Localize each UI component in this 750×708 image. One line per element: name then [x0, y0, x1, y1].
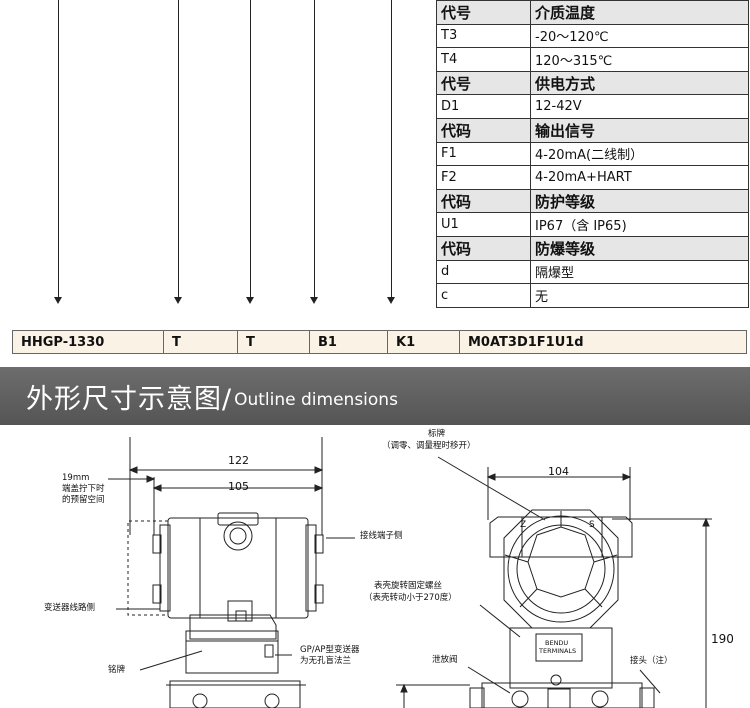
code-lead-arrow-3: [246, 297, 254, 304]
label-gp-ap-1: GP/AP型变送器: [300, 645, 360, 655]
label-terminal-side: 接线端子侧: [360, 531, 403, 541]
label-rotate-screw-1: 表壳旋转固定螺丝: [374, 581, 443, 591]
label-drain-valve: 泄放阀: [432, 655, 458, 665]
outline-drawing: 122 105 104 190 19mm 端盖拧下时 的预留空间 标牌 （调零、…: [0, 425, 750, 708]
label-gp-ap-2: 为无孔盲法兰: [300, 656, 352, 666]
model-code-cell: B1: [310, 331, 388, 353]
spec-value-cell: IP67（含 IP65): [530, 212, 749, 237]
spec-code-cell: d: [436, 259, 531, 285]
label-cap-clearance-1: 19mm: [62, 473, 90, 483]
spec-code-cell: c: [436, 283, 531, 308]
spec-code-cell: 代号: [436, 0, 531, 25]
label-letter-s: S: [589, 520, 595, 530]
label-cap-clearance-3: 的预留空间: [62, 495, 105, 505]
model-code-cell: HHGP-1330: [13, 331, 164, 353]
spec-code-cell: 代码: [436, 117, 531, 143]
spec-row: 代码输出信号: [436, 117, 749, 143]
spec-code-cell: U1: [436, 212, 531, 237]
label-letter-z: Z: [520, 520, 527, 530]
spec-value-cell: 无: [530, 283, 749, 308]
code-lead-arrow-4: [310, 297, 318, 304]
spec-value-cell: 4-20mA+HART: [530, 165, 749, 190]
spec-row: 代号介质温度: [436, 0, 749, 25]
spec-value-cell: 介质温度: [530, 0, 749, 25]
spec-row: T3-20～120℃: [436, 23, 749, 49]
model-code-cell: M0AT3D1F1U1d: [468, 334, 584, 350]
outline-drawing-svg: [108, 437, 712, 708]
dim-104: 104: [548, 465, 569, 478]
spec-code-cell: 代码: [436, 188, 531, 214]
banner-title-zh: 外形尺寸示意图/: [26, 383, 233, 415]
spec-code-cell: D1: [436, 94, 531, 119]
spec-row: 代号供电方式: [436, 70, 749, 96]
label-nameplate-top-1: 标牌: [428, 429, 446, 439]
model-code-cell: T: [164, 331, 238, 353]
code-lead-line-1: [58, 0, 59, 298]
code-lead-line-2: [178, 0, 179, 298]
spec-value-cell: -20～120℃: [530, 23, 749, 49]
label-circuit-side: 变送器线路侧: [44, 603, 96, 613]
model-code-bar: HHGP-1330 T T B1 K1 M0AT3D1F1U1d: [12, 330, 747, 354]
spec-value-cell: 供电方式: [530, 70, 749, 96]
dim-122: 122: [228, 454, 249, 467]
label-rotate-screw-2: （表壳转动小于270度）: [364, 593, 457, 603]
spec-code-cell: T3: [436, 23, 531, 49]
spec-code-cell: T4: [436, 47, 531, 72]
spec-value-cell: 120～315℃: [530, 47, 749, 72]
spec-value-cell: 4-20mA(二线制）: [530, 141, 749, 167]
spec-code-cell: F1: [436, 141, 531, 167]
model-code-cell: K1: [388, 331, 460, 353]
model-code-cell: T: [238, 331, 310, 353]
code-lead-arrow-1: [54, 297, 62, 304]
dim-105: 105: [228, 480, 249, 493]
label-connector: 接头（注）: [630, 656, 673, 666]
spec-value-cell: 防护等级: [530, 188, 749, 214]
label-nameplate: 铭牌: [108, 665, 126, 675]
spec-code-cell: F2: [436, 165, 531, 190]
spec-value-cell: 隔爆型: [530, 259, 749, 285]
spec-code-cell: 代号: [436, 70, 531, 96]
code-lead-line-3: [250, 0, 251, 298]
code-lead-arrow-5: [387, 297, 395, 304]
label-terminals-2: TERMINALS: [539, 647, 577, 655]
banner-title-en: Outline dimensions: [234, 390, 398, 410]
label-cap-clearance-2: 端盖拧下时: [62, 484, 105, 494]
spec-row: 代码防爆等级: [436, 235, 749, 261]
spec-value-cell: 防爆等级: [530, 235, 749, 261]
code-lead-line-4: [314, 0, 315, 298]
label-nameplate-top-2: （调零、调量程时移开）: [382, 441, 476, 451]
spec-value-cell: 12-42V: [530, 94, 749, 119]
label-terminals-1: BENDU: [545, 639, 569, 647]
spec-value-cell: 输出信号: [530, 117, 749, 143]
spec-row: 代码防护等级: [436, 188, 749, 214]
section-banner: 外形尺寸示意图/ Outline dimensions: [0, 367, 750, 425]
dim-190: 190: [711, 632, 734, 646]
spec-code-cell: 代码: [436, 235, 531, 261]
code-lead-line-5: [391, 0, 392, 298]
code-lead-arrow-2: [174, 297, 182, 304]
